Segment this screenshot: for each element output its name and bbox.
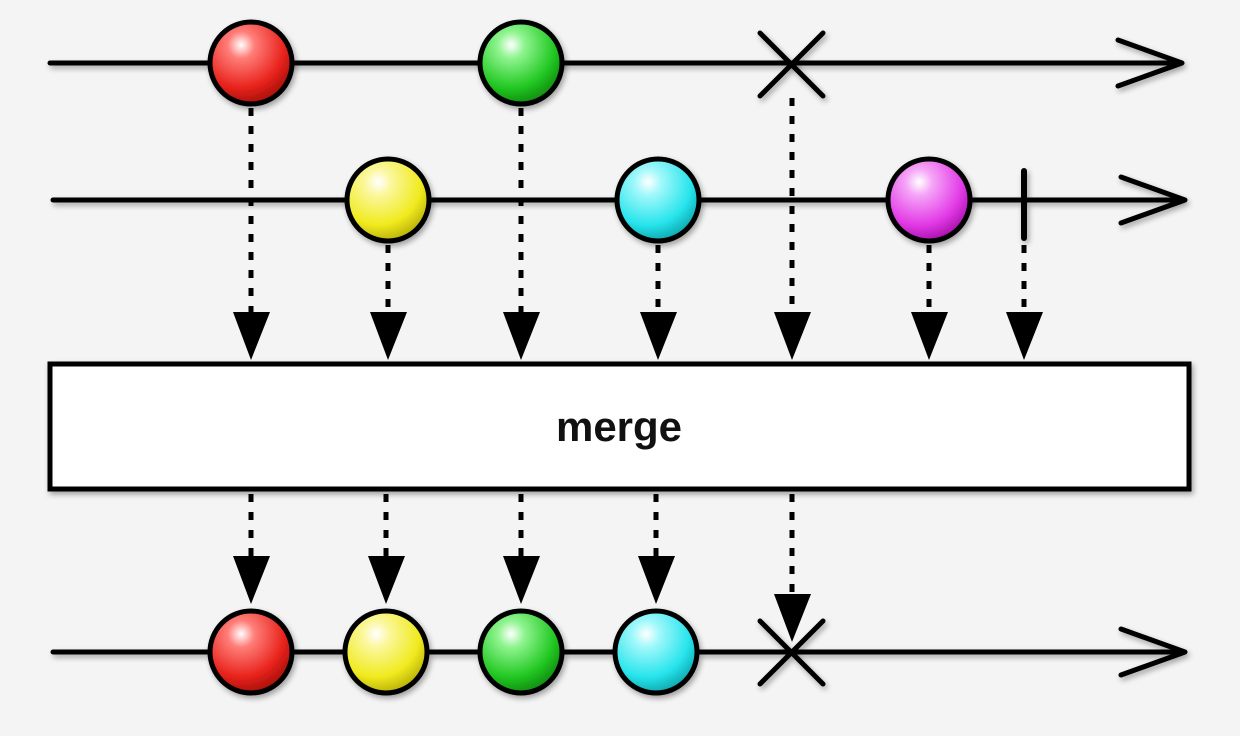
down-arrow-icon xyxy=(774,594,811,642)
connector-yellow-in xyxy=(370,245,407,360)
timeline-2-arrow-icon xyxy=(1118,174,1188,226)
down-arrow-icon xyxy=(233,312,270,360)
connector-green-in xyxy=(503,108,540,360)
down-arrow-icon xyxy=(370,312,407,360)
output-marble-yellow xyxy=(342,608,430,696)
connector-complete-in xyxy=(1006,245,1043,360)
stream-2-events xyxy=(344,156,973,244)
connector-error-out xyxy=(774,494,811,642)
marble-yellow xyxy=(344,156,432,244)
output-stream xyxy=(50,608,1188,696)
connector-yellow-out xyxy=(368,494,405,604)
output-timeline-arrow-icon xyxy=(1118,626,1188,678)
operator-box xyxy=(47,361,1192,492)
stream-1-events xyxy=(207,19,826,107)
down-arrow-icon xyxy=(1006,312,1043,360)
down-arrow-icon xyxy=(503,556,540,604)
down-arrow-icon xyxy=(911,312,948,360)
marble-green xyxy=(477,19,565,107)
marble-magenta xyxy=(885,156,973,244)
connector-cyan-in xyxy=(640,245,677,360)
operator-label: merge xyxy=(556,403,682,450)
down-arrow-icon xyxy=(774,312,811,360)
connector-error-in xyxy=(774,98,811,360)
down-arrow-icon xyxy=(368,556,405,604)
down-arrow-icon xyxy=(503,312,540,360)
marble-red xyxy=(207,19,295,107)
down-arrow-icon xyxy=(638,556,675,604)
connector-red-out xyxy=(233,494,270,604)
input-connectors xyxy=(233,98,1043,360)
down-arrow-icon xyxy=(640,312,677,360)
connector-magenta-in xyxy=(911,245,948,360)
output-marble-cyan xyxy=(612,608,700,696)
connector-green-out xyxy=(503,494,540,604)
connector-red-in xyxy=(233,108,270,360)
timeline-1-arrow-icon xyxy=(1115,37,1185,89)
connector-cyan-out xyxy=(638,494,675,604)
output-connectors xyxy=(233,494,811,642)
error-x-icon xyxy=(757,30,826,99)
output-error-x-icon xyxy=(757,618,826,687)
marble-cyan xyxy=(614,156,702,244)
down-arrow-icon xyxy=(233,556,270,604)
output-marble-red xyxy=(207,608,295,696)
output-marble-green xyxy=(477,608,565,696)
